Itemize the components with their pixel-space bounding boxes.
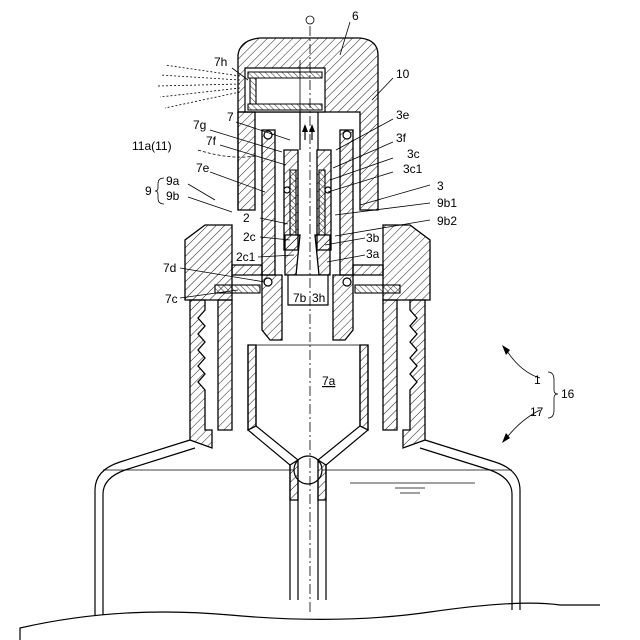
label-3h: 3h [312,291,325,305]
label-9b1: 9b1 [437,196,457,210]
label-9b2: 9b2 [437,214,457,228]
bottle-neck-left [190,300,232,448]
label-7e: 7e [196,161,210,175]
label-6: 6 [352,9,359,23]
pump-cylinder [248,345,368,600]
label-9a: 9a [166,174,180,188]
label-2: 2 [243,211,250,225]
label-11a: 11a(11) [132,139,172,153]
label-7g: 7g [193,118,206,132]
bottle-neck-right [383,300,425,448]
label-7d: 7d [163,261,176,275]
label-7b: 7b [293,291,307,305]
label-2c: 2c [243,230,256,244]
brace-16 [548,372,558,418]
label-9: 9 [145,184,152,198]
label-3: 3 [437,179,444,193]
label-7f: 7f [206,134,217,148]
spray-mist [158,65,240,108]
label-17: 17 [530,405,544,419]
label-3b: 3b [366,231,380,245]
label-7: 7 [227,110,234,124]
label-2c1: 2c1 [236,250,256,264]
label-9b: 9b [166,189,180,203]
label-7a: 7a [322,374,336,388]
actuator-head [238,38,378,210]
label-7c: 7c [165,292,178,306]
brace-9 [155,178,164,204]
pump-internals [262,124,353,340]
label-1: 1 [534,373,541,387]
label-10: 10 [396,67,410,81]
label-7h: 7h [214,55,227,69]
label-3e: 3e [396,108,410,122]
label-3a: 3a [366,247,380,261]
label-3f: 3f [396,131,407,145]
label-3c1: 3c1 [403,162,423,176]
label-16: 16 [561,387,575,401]
label-3c: 3c [407,147,420,161]
